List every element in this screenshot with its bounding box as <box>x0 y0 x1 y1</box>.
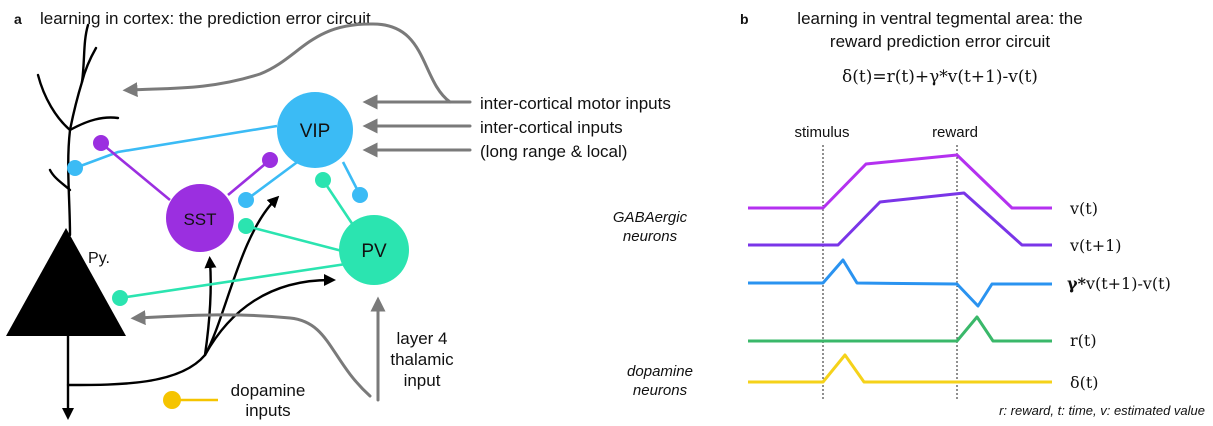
panel-a: a learning in cortex: the prediction err… <box>6 9 671 420</box>
pyramidal-cell-body <box>6 228 126 336</box>
gaba-group-label-line2: neurons <box>623 228 678 245</box>
signal-traces <box>748 153 1052 384</box>
pv-label: PV <box>361 241 387 262</box>
sst-neuron <box>166 184 234 252</box>
pv-synapse-sst <box>238 218 254 234</box>
vip-synapse-pv <box>352 187 368 203</box>
pv-neuron <box>339 215 409 285</box>
trace-gamma-error <box>748 258 1052 308</box>
trace-delta-label: δ(t) <box>1070 373 1099 392</box>
thalamic-label-line2: thalamic <box>390 350 454 369</box>
panel-b-title-line2: reward prediction error circuit <box>830 32 1050 51</box>
trace-r-label: r(t) <box>1070 331 1097 350</box>
reward-marker-label: reward <box>932 124 978 141</box>
motor-inputs-label: inter-cortical motor inputs <box>480 94 671 113</box>
pv-synapse-vip <box>315 172 331 188</box>
dopamine-group-label-line2: neurons <box>633 382 688 399</box>
trace-gamma-label: γ*v(t+1)-v(t) <box>1067 274 1171 293</box>
stimulus-marker-label: stimulus <box>794 124 849 141</box>
thalamic-label-line1: layer 4 <box>396 329 447 348</box>
sst-connections <box>100 141 271 202</box>
panel-a-letter: a <box>14 11 22 27</box>
dopamine-input-synapse <box>163 391 181 409</box>
variable-legend: r: reward, t: time, v: estimated value <box>999 403 1205 418</box>
input-arrows <box>122 22 472 402</box>
pyramidal-axon <box>62 195 336 420</box>
pyramidal-dendrites <box>36 23 120 237</box>
panel-a-title: learning in cortex: the prediction error… <box>40 9 371 28</box>
dopamine-label-line2: inputs <box>245 401 290 420</box>
panel-b-letter: b <box>740 11 749 27</box>
gamma-symbol: γ* <box>1067 274 1087 293</box>
thalamic-label-line3: input <box>404 371 441 390</box>
vip-synapse-sst <box>238 192 254 208</box>
pv-connections <box>119 179 357 300</box>
trace-v-label: v(t) <box>1069 199 1098 218</box>
panel-b: b learning in ventral tegmental area: th… <box>613 9 1205 418</box>
vip-label: VIP <box>300 121 331 142</box>
gamma-expression: v(t+1)-v(t) <box>1085 274 1171 293</box>
sst-label: SST <box>183 210 216 229</box>
vip-synapse-pyramidal <box>67 160 83 176</box>
gaba-group-label-line1: GABAergic <box>613 209 688 226</box>
trace-v <box>748 153 1052 210</box>
panel-b-title-line1: learning in ventral tegmental area: the <box>797 9 1082 28</box>
td-error-equation: δ(t)=r(t)+γ*v(t+1)-v(t) <box>842 67 1038 87</box>
pv-synapse-pyramidal <box>112 290 128 306</box>
trace-v-next <box>748 191 1052 247</box>
dopamine-label-line1: dopamine <box>231 381 306 400</box>
pyramidal-label: Py. <box>88 250 110 267</box>
trace-delta <box>748 353 1052 384</box>
vip-neuron <box>277 92 353 168</box>
long-range-label: (long range & local) <box>480 142 627 161</box>
trace-r <box>748 315 1052 343</box>
trace-v-next-label: v(t+1) <box>1069 236 1122 255</box>
cortical-inputs-label: inter-cortical inputs <box>480 118 623 137</box>
dopamine-group-label-line1: dopamine <box>627 363 693 380</box>
sst-synapse-pyramidal <box>93 135 109 151</box>
sst-synapse-vip <box>262 152 278 168</box>
